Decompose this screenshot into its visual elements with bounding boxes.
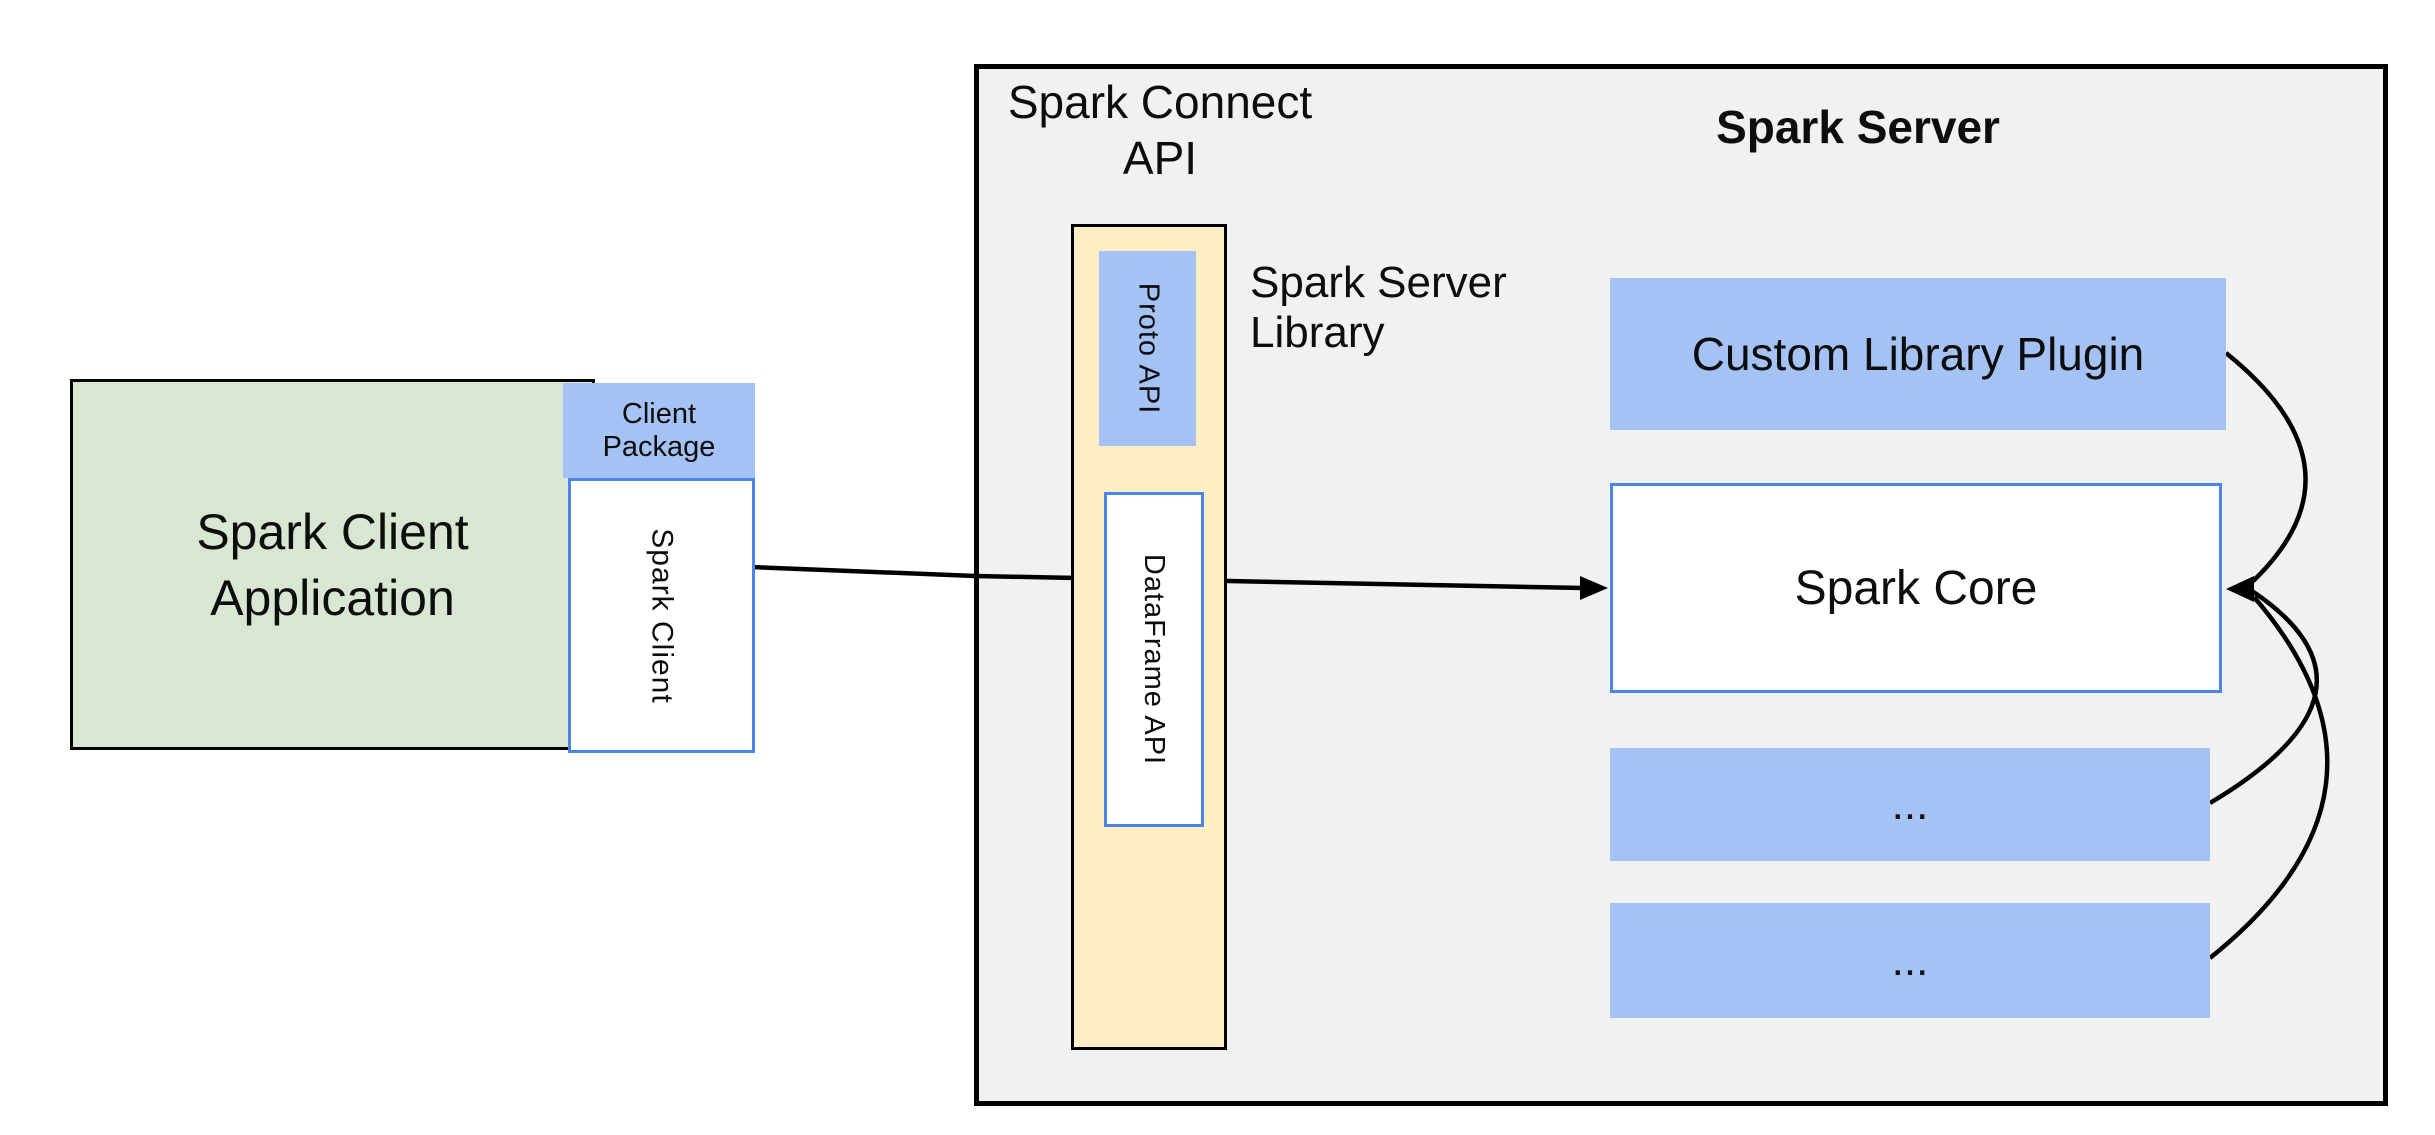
- spark-server-title: Spark Server: [1716, 101, 2000, 153]
- client-to-core-arrow-line: [749, 564, 1585, 591]
- spark-client-label: Spark Client: [645, 527, 679, 704]
- spark-connect-api-label-line1: Spark Connect: [1007, 76, 1313, 128]
- dataframe-api-box: DataFrame API: [1104, 492, 1204, 827]
- spark-client-application-label-line1: Spark Client: [196, 503, 469, 560]
- spark-client-box: Spark Client: [568, 478, 755, 753]
- plugin-to-core-arrow: [2224, 351, 2308, 586]
- spark-connect-api-label: Spark Connect API: [1005, 74, 1315, 186]
- dataframe-api-label: DataFrame API: [1138, 553, 1171, 766]
- spark-client-application-label-line2: Application: [210, 569, 455, 626]
- spark-core-label: Spark Core: [1794, 561, 2038, 615]
- client-package-box: Client Package: [563, 383, 755, 478]
- slot1-to-core-arrow: [2208, 589, 2319, 805]
- spark-core-box: Spark Core: [1610, 483, 2222, 693]
- proto-api-box: Proto API: [1099, 251, 1196, 446]
- core-right-arrowhead: [2226, 576, 2254, 602]
- client-to-core-arrowhead: [1580, 576, 1608, 600]
- spark-server-library-label-line2: Library: [1250, 308, 1385, 357]
- plugin-slot-box-2: ...: [1610, 903, 2210, 1018]
- plugin-slot-2-label: ...: [1891, 935, 1929, 985]
- client-package-label-line1: Client: [621, 397, 697, 430]
- client-package-label-line2: Package: [602, 430, 716, 463]
- plugin-slot-box-1: ...: [1610, 748, 2210, 861]
- spark-server-library-label: Spark Server Library: [1250, 258, 1507, 358]
- plugin-slot-1-label: ...: [1891, 779, 1929, 829]
- spark-client-application-box: Spark Client Application: [70, 379, 595, 750]
- spark-connect-api-label-line2: API: [1122, 132, 1198, 184]
- spark-server-library-label-line1: Spark Server: [1250, 258, 1507, 307]
- slot2-to-core-arrow: [2208, 595, 2330, 960]
- proto-api-label: Proto API: [1132, 282, 1165, 415]
- custom-library-plugin-label: Custom Library Plugin: [1691, 328, 2145, 380]
- custom-library-plugin-box: Custom Library Plugin: [1610, 278, 2226, 430]
